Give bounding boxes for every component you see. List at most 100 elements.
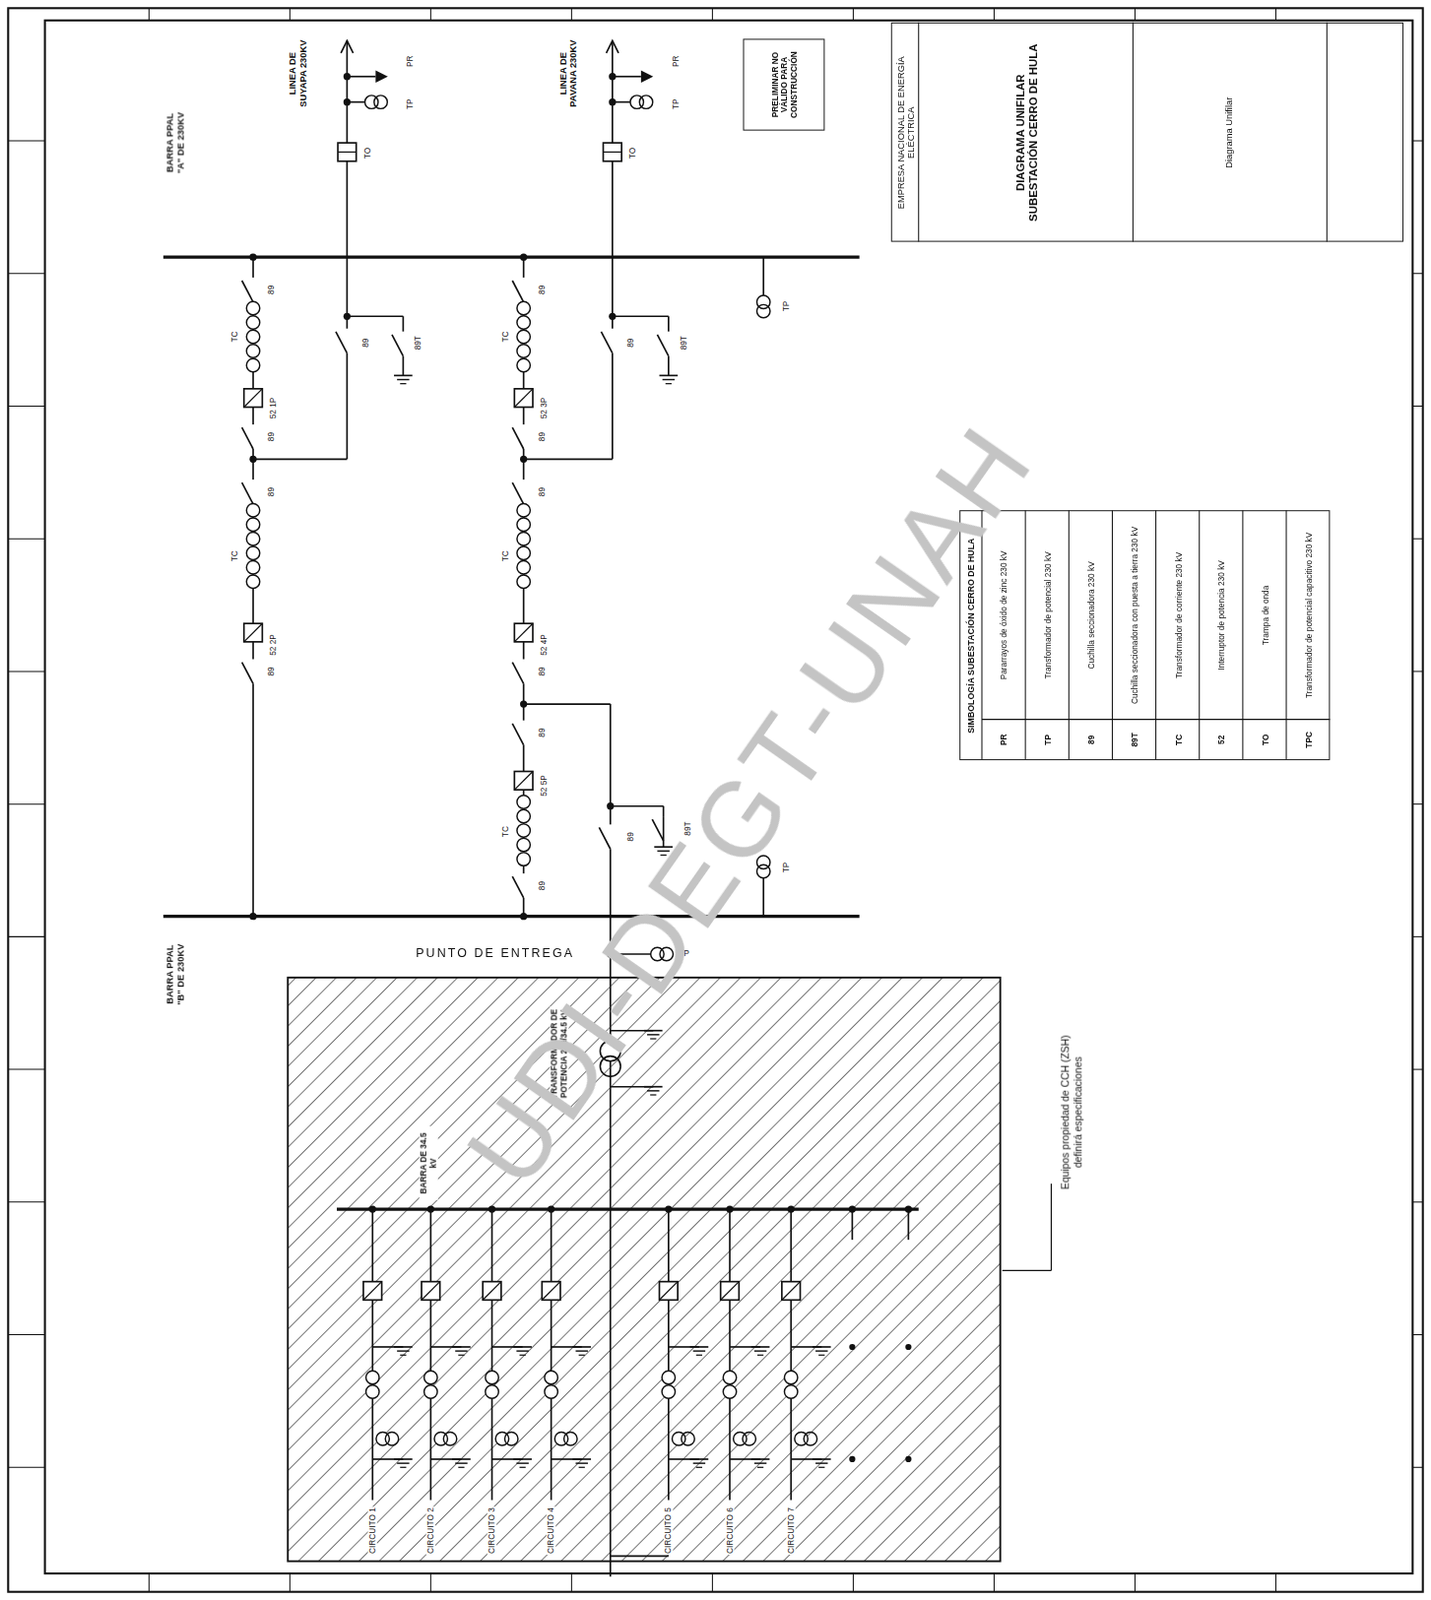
ground-symbol: [579, 1467, 586, 1469]
wire: [851, 1209, 854, 1240]
ct-symbol: [366, 1370, 380, 1384]
frame-tick: [1412, 1201, 1423, 1203]
ct-symbol: [366, 1385, 380, 1399]
equipment-tag: 89: [266, 665, 277, 677]
breaker-symbol: [514, 389, 533, 408]
switch-symbol: [242, 427, 254, 450]
breaker-symbol: [514, 623, 533, 643]
ct-symbol: [517, 329, 530, 343]
ground-symbol: [457, 1355, 464, 1357]
line-label: LINEA DE PAVANA 230KV: [558, 36, 580, 111]
frame-tick: [852, 1573, 854, 1593]
ground-symbol: [399, 1355, 406, 1357]
ground-symbol: [572, 1346, 591, 1349]
breaker-symbol: [244, 623, 263, 643]
circuit-label: CIRCUITO 2: [426, 1506, 437, 1556]
wire: [609, 1209, 612, 1577]
frame-tick: [148, 7, 150, 20]
ground-symbol: [393, 1346, 413, 1349]
ct-symbol: [722, 1370, 736, 1384]
frame-tick: [7, 139, 45, 141]
circuit-label: CIRCUITO 6: [724, 1506, 735, 1556]
ct-symbol: [246, 316, 260, 329]
ct-symbol: [246, 518, 260, 531]
ct-symbol: [485, 1370, 499, 1384]
frame-tick: [148, 1573, 150, 1593]
ct-symbol: [246, 358, 260, 372]
ct-symbol: [517, 795, 530, 809]
ct-symbol: [517, 838, 530, 851]
ct-symbol: [783, 1370, 797, 1384]
frame-tick: [7, 1467, 45, 1469]
frame-tick: [289, 1573, 291, 1593]
breaker-symbol: [658, 1282, 678, 1301]
frame-tick: [7, 1201, 45, 1203]
ground-symbol: [396, 379, 409, 381]
frame-tick: [1412, 272, 1423, 274]
equipment-tag: TP: [670, 97, 681, 111]
frame-tick: [430, 7, 432, 20]
table-rule: [981, 718, 1330, 720]
ct-symbol: [517, 852, 530, 866]
wire: [523, 458, 613, 461]
equipment-tag: 52 2P: [268, 633, 279, 657]
legend-table: SIMBOLOGÍA SUBESTACIÓN CERRO DE HULAPRPa…: [959, 510, 1330, 761]
frame-tick: [1412, 1069, 1423, 1071]
equipment-tag: TO: [628, 146, 639, 160]
symbol-description: Trampa de onda: [1260, 518, 1271, 713]
table-rule: [1326, 22, 1328, 243]
stamp-box: PRELIMINAR NO VÁLIDO PARA CONSTRUCCIÓN: [742, 38, 825, 131]
junction-dot: [608, 72, 616, 80]
wire: [610, 805, 664, 808]
ground-symbol: [647, 1090, 659, 1092]
breaker-symbol: [541, 1282, 561, 1301]
ct-symbol: [517, 575, 530, 588]
junction-dot: [520, 455, 527, 463]
ct-symbol: [517, 503, 530, 517]
ct-symbol: [246, 329, 260, 343]
table-rule: [1111, 510, 1113, 761]
switch-symbol: [391, 334, 403, 357]
frame-tick: [7, 803, 45, 805]
ground-symbol: [693, 1350, 706, 1352]
ct-symbol: [517, 316, 530, 329]
breaker-symbol: [421, 1282, 441, 1301]
equipment-tag: TO: [362, 146, 373, 160]
equipment-tag: 89: [626, 831, 637, 843]
switch-symbol: [598, 827, 610, 849]
ct-symbol: [783, 1385, 797, 1399]
equipment-tag: TC: [230, 329, 241, 343]
wave-trap-symbol: [602, 151, 622, 153]
frame-tick: [7, 1069, 45, 1071]
ct-symbol: [246, 560, 260, 574]
breaker-symbol: [541, 1282, 561, 1301]
ground-symbol: [754, 1462, 767, 1464]
ct-symbol: [485, 1385, 499, 1399]
switch-symbol: [512, 662, 523, 685]
junction-dot: [848, 1344, 855, 1351]
delivery-label: PUNTO DE ENTREGA: [414, 947, 576, 962]
wire: [346, 315, 403, 318]
ground-symbol: [393, 375, 413, 378]
wire: [523, 703, 611, 706]
tp-symbol: [504, 1432, 518, 1446]
ct-symbol: [544, 1385, 558, 1399]
tp-symbol: [385, 1432, 398, 1446]
junction-dot: [520, 912, 527, 920]
arrester-symbol: [641, 70, 653, 83]
equipment-tag: 89T: [679, 334, 690, 351]
table-rule: [917, 22, 919, 243]
frame-tick: [7, 272, 45, 274]
ground-symbol: [665, 383, 672, 385]
frame-tick: [1412, 139, 1423, 141]
table-rule: [1198, 510, 1200, 761]
ground-symbol: [516, 1350, 528, 1352]
junction-dot: [608, 98, 616, 106]
equipment-tag: 89: [537, 284, 548, 296]
wire: [550, 1209, 553, 1500]
bus-bar: [336, 1208, 919, 1212]
arrester-symbol: [375, 70, 388, 83]
ct-symbol: [246, 301, 260, 315]
switch-symbol: [512, 280, 523, 303]
ground-symbol: [513, 1346, 532, 1349]
